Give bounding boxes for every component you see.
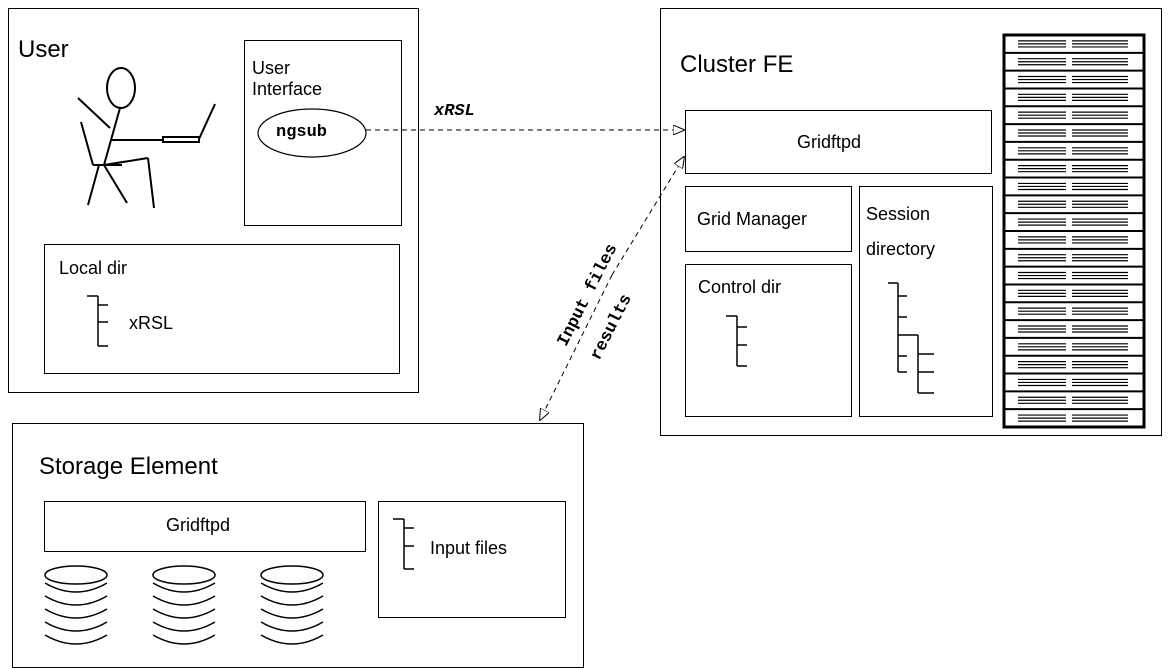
disk-platter xyxy=(152,608,216,619)
ngsub-ellipse[interactable] xyxy=(257,108,367,158)
input-files-arrow xyxy=(611,157,684,276)
compute-node-rack-icon xyxy=(1002,33,1146,429)
session-label-line2: directory xyxy=(866,239,936,259)
storage-element-title: Storage Element xyxy=(39,453,218,480)
control-dir-box xyxy=(685,264,852,417)
disk-platter xyxy=(260,595,324,606)
grid-manager-box xyxy=(685,186,852,252)
cluster-fe-title: Cluster FE xyxy=(680,51,794,78)
control-dir-label: Control dir xyxy=(698,277,782,297)
storage-gridftpd-box xyxy=(44,501,366,552)
storage-input-files-label: Input files xyxy=(430,538,508,558)
disk-platter xyxy=(260,608,324,619)
disk-platter xyxy=(44,595,108,606)
user-title: User xyxy=(18,36,69,63)
control-dir-tree-icon xyxy=(726,315,747,367)
disk-platter xyxy=(260,582,324,593)
local-dir-tree-icon xyxy=(87,295,108,347)
disk-platter xyxy=(44,621,108,632)
user-interface-box xyxy=(244,40,402,226)
session-directory-tree-icon xyxy=(888,282,934,394)
local-file-label: xRSL xyxy=(129,313,174,333)
xrsl-arrow-label: xRSL xyxy=(433,102,475,121)
ngsub-command[interactable]: ngsub xyxy=(276,123,328,142)
storage-input-files-tree-icon xyxy=(393,518,414,570)
disk-platter xyxy=(152,595,216,606)
session-label-line1: Session xyxy=(866,204,931,224)
user-interface-label-line2: Interface xyxy=(252,79,323,99)
session-directory-box xyxy=(859,186,993,417)
user-interface-label-line1: User xyxy=(252,58,291,78)
disk-platter xyxy=(260,621,324,632)
local-dir-label: Local dir xyxy=(59,258,128,278)
storage-disk-stacks-icon xyxy=(44,565,324,645)
disk-top xyxy=(44,565,108,585)
disk-top xyxy=(152,565,216,585)
cluster-gridftpd-label: Gridftpd xyxy=(797,132,862,152)
disk-platter xyxy=(152,621,216,632)
disk-top xyxy=(260,565,324,585)
local-dir-box xyxy=(44,244,400,374)
storage-input-files-box xyxy=(378,501,566,618)
disk-platter xyxy=(152,582,216,593)
user-person-icon xyxy=(77,67,216,209)
cluster-gridftpd-box xyxy=(685,110,992,174)
grid-manager-label: Grid Manager xyxy=(697,209,808,229)
disk-platter xyxy=(260,634,324,645)
disk-platter xyxy=(44,582,108,593)
disk-platter xyxy=(44,608,108,619)
disk-platter xyxy=(44,634,108,645)
disk-platter xyxy=(152,634,216,645)
storage-gridftpd-label: Gridftpd xyxy=(166,515,231,535)
